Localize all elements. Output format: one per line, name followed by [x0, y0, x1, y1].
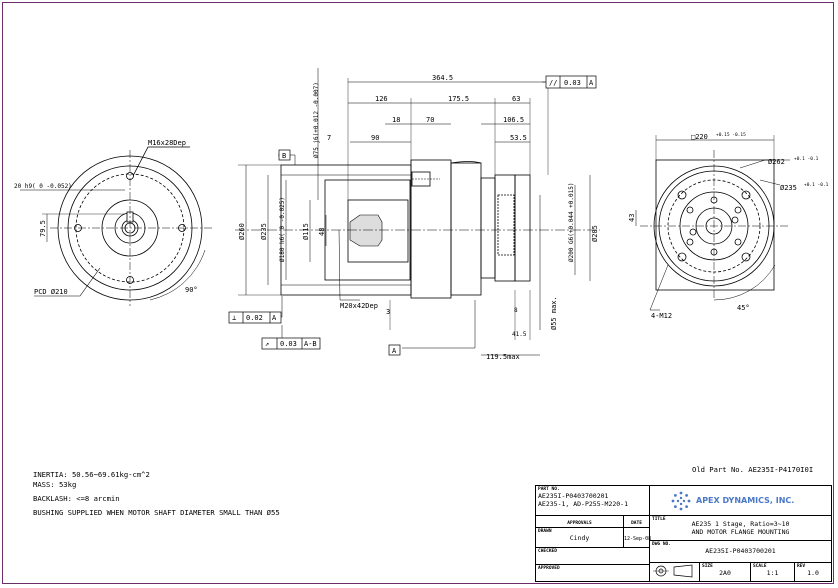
dim-90: 90: [371, 134, 379, 142]
dim-m16: M16x28Dep: [148, 139, 186, 147]
gdt-runout: ↗ 0.03 A-B: [261, 337, 321, 350]
company-name: APEX DYNAMICS, INC.: [696, 496, 795, 505]
tb-company: APEX DYNAMICS, INC.: [650, 486, 831, 516]
tb-checked: CHECKED: [536, 548, 650, 565]
tb-rev-value: 1.0: [807, 569, 819, 577]
dim-dia235r-tol: +0.1 -0.1: [804, 182, 829, 188]
title-block: PART NO. AE235I-P0403700201 AE235-1, AD-…: [535, 485, 832, 582]
gdt-datum-b: B: [278, 149, 291, 161]
tb-date-header: DATE: [624, 516, 650, 528]
tb-size-value: 2A0: [719, 569, 731, 577]
dim-dia75: Ø75 j6(+0.012 -0.007): [313, 82, 320, 158]
dim-sq220-tol: +0.15 -0.15: [716, 132, 746, 138]
dim-63: 63: [512, 95, 520, 103]
dim-m20: M20x42Dep: [340, 302, 378, 310]
tb-part-no: PART NO. AE235I-P0403700201 AE235-1, AD-…: [536, 486, 650, 516]
dim-106: 106.5: [503, 116, 524, 124]
dim-18: 18: [392, 116, 400, 124]
gdt-perpendicularity: ⊥ 0.02 A: [228, 311, 282, 324]
tb-dwg-no: DWG NO. AE235I-P0403700201: [650, 541, 831, 563]
dim-7: 7: [327, 134, 331, 142]
tb-scale: SCALE 1:1: [751, 563, 795, 581]
general-notes: INERTIA: 50.56~69.61kg-cm^2 MASS: 53kg B…: [33, 470, 280, 518]
dim-43: 43: [628, 214, 636, 222]
parallel-symbol-icon: //: [549, 79, 557, 87]
dim-45: 45°: [737, 304, 750, 312]
tb-part-no-label: PART NO.: [538, 487, 560, 492]
tb-approvals-header: APPROVALS: [536, 516, 624, 528]
company-logo-icon: [671, 491, 691, 510]
note-bushing: BUSHING SUPPLIED WHEN MOTOR SHAFT DIAMET…: [33, 508, 280, 517]
old-part-number: Old Part No. AE235I-P4170I0I: [692, 465, 814, 474]
dim-m12: 4-M12: [651, 312, 672, 320]
dim-dia262-tol: +0.1 -0.1: [794, 156, 819, 162]
dim-70: 70: [426, 116, 434, 124]
tb-drawn: DRAWN Cindy: [536, 528, 624, 548]
gdt-perp-value: 0.02: [246, 314, 263, 322]
dim-175: 175.5: [448, 95, 469, 103]
gdt-runout-ref: A-B: [304, 340, 317, 348]
dim-sq220: □220: [691, 133, 708, 141]
dim-dia200: Ø200 G6(+0.044 +0.015): [568, 183, 575, 262]
gdt-parallel-value: 0.03: [564, 79, 581, 87]
dim-90deg: 90°: [185, 286, 198, 294]
dim-overall: 364.5: [432, 74, 453, 82]
tb-title-2: AND MOTOR FLANGE MOUNTING: [691, 528, 790, 536]
dim-dia235r: Ø235: [780, 184, 797, 192]
gdt-perp-ref: A: [272, 314, 277, 322]
gdt-runout-value: 0.03: [280, 340, 297, 348]
tb-rev: REV 1.0: [795, 563, 831, 581]
gdt-datum-a: A: [388, 344, 401, 356]
dim-dia235: Ø235: [260, 223, 268, 240]
dim-dia55max: Ø55 max.: [550, 296, 558, 330]
projection-symbol-icon: [653, 564, 693, 578]
note-backlash: BACKLASH: <=8 arcmin: [33, 494, 120, 503]
gdt-parallelism: // 0.03 A: [545, 75, 597, 89]
tb-part-no-1: AE235I-P0403700201: [538, 492, 609, 500]
dim-dia115: Ø115: [302, 223, 310, 240]
tb-title: TITLE AE235 1 Stage, Ratio=3~10 AND MOTO…: [650, 516, 831, 541]
dim-48: 48: [318, 228, 326, 236]
dim-41: 41.5: [512, 331, 527, 338]
dim-dia260: Ø260: [238, 223, 246, 240]
note-mass: MASS: 53kg: [33, 480, 77, 489]
tb-scale-value: 1:1: [766, 569, 779, 577]
runout-arrow-icon: ↗: [265, 340, 269, 348]
gdt-parallel-ref: A: [589, 79, 594, 87]
dim-126: 126: [375, 95, 388, 103]
dim-pcd: PCD Ø210: [34, 288, 68, 296]
tb-drawn-date: 12-Sep-08: [624, 528, 651, 548]
dim-h9: 20 h9( 0 -0.052): [14, 183, 72, 190]
tb-projection: [650, 563, 700, 581]
left-end-view: [20, 146, 212, 306]
dim-dia180: Ø180 h6( 0 -0.025): [279, 197, 286, 262]
dim-3: 3: [386, 308, 390, 316]
datum-a-label: A: [392, 347, 397, 355]
dim-8: 8: [514, 307, 518, 314]
dim-dia262: Ø262: [768, 158, 785, 166]
tb-approved: APPROVED: [536, 565, 650, 581]
perpendicular-symbol-icon: ⊥: [232, 314, 236, 322]
dim-53: 53.5: [510, 134, 527, 142]
tb-part-no-2: AE235-1, AD-P255-M220-1: [538, 500, 629, 508]
dim-79: 79.5: [39, 220, 47, 237]
dim-dia205: Ø205: [591, 225, 599, 242]
note-inertia: INERTIA: 50.56~69.61kg-cm^2: [33, 470, 150, 479]
tb-size: SIZE 2A0: [700, 563, 751, 581]
tb-dwg-no-value: AE235I-P0403700201: [705, 547, 776, 555]
datum-b-label: B: [282, 152, 286, 160]
tb-drawn-by: Cindy: [569, 534, 590, 542]
tb-title-1: AE235 1 Stage, Ratio=3~10: [691, 520, 790, 528]
dim-119: 119.5max: [486, 353, 520, 361]
right-flange-view: [635, 135, 790, 311]
